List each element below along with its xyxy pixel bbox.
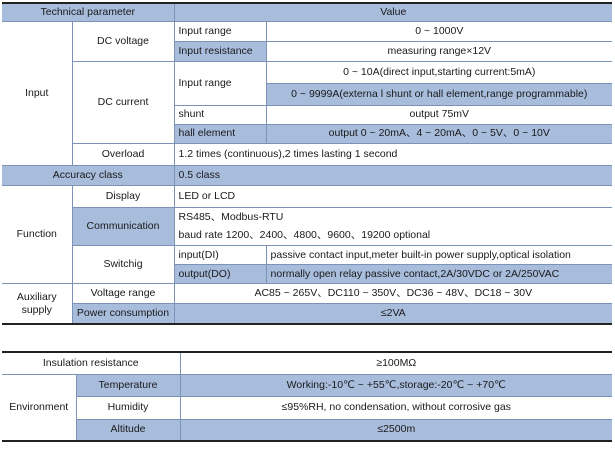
voltage-range-value: AC85 ~ 265V、DC110 ~ 350V、DC36 ~ 48V、DC18…	[174, 283, 613, 304]
table-row: baud rate 1200、2400、4800、9600、19200 opti…	[2, 226, 613, 246]
di-value: passive contact input,meter built-in pow…	[266, 245, 613, 265]
spec-table: Technical parameter Value Input DC volta…	[2, 2, 613, 325]
communication-label: Communication	[72, 207, 175, 246]
table-row: Communication RS485、Modbus-RTU	[2, 207, 612, 246]
overload-value: 1.2 times (continuous),2 times lasting 1…	[174, 143, 613, 166]
table-row: Insulation resistance ≥100MΩ	[2, 352, 613, 375]
table-row: DC current Input range 0 ~ 10A(direct in…	[2, 61, 613, 144]
humidity-value: ≤95%RH, no condensation, without corrosi…	[180, 396, 613, 420]
environment-table: Insulation resistance ≥100MΩ Environment…	[2, 351, 613, 442]
temperature-value: Working:-10℃ ~ +55℃,storage:-20℃ ~ +70℃	[180, 374, 613, 397]
dc-current-range-value-2: 0 ~ 9999A(externa l shunt or hall elemen…	[266, 83, 613, 106]
header-param: Technical parameter	[2, 3, 175, 22]
power-consumption-value: ≤2VA	[174, 303, 613, 324]
voltage-range-label: Voltage range	[72, 283, 175, 304]
di-label: input(DI)	[174, 245, 267, 265]
display-value: LED or LCD	[174, 185, 613, 208]
dc-current-label: DC current	[72, 61, 175, 144]
table-row: Overload 1.2 times (continuous),2 times …	[2, 143, 613, 166]
shunt-label: shunt	[174, 105, 267, 125]
insulation-value: ≥100MΩ	[180, 352, 613, 375]
display-label: Display	[72, 185, 175, 208]
hall-element-label: hall element	[174, 124, 267, 144]
insulation-label: Insulation resistance	[2, 352, 181, 375]
table-row: Input resistance measuring range×12V	[2, 41, 613, 62]
table-row: Altitude ≤2500m	[2, 419, 613, 442]
dc-voltage-range-label: Input range	[174, 21, 267, 42]
table-row: output(DO) normally open relay passive c…	[2, 264, 613, 284]
communication-value-1: RS485、Modbus-RTU	[178, 210, 284, 223]
accuracy-value: 0.5 class	[174, 165, 613, 186]
header-value: Value	[174, 3, 613, 22]
table-row: shunt output 75mV	[2, 105, 613, 125]
dc-voltage-label: DC voltage	[72, 21, 175, 62]
shunt-value: output 75mV	[266, 105, 613, 125]
header-row: Technical parameter Value	[2, 3, 613, 22]
humidity-label: Humidity	[76, 396, 181, 420]
auxiliary-group-label-1: Auxiliary	[2, 283, 73, 304]
table-row: hall element output 0 ~ 20mA、4 ~ 20mA、0 …	[2, 124, 613, 144]
overload-label: Overload	[72, 143, 175, 166]
table-row: Environment Temperature Working:-10℃ ~ +…	[2, 374, 613, 442]
do-label: output(DO)	[174, 264, 267, 284]
temperature-label: Temperature	[76, 374, 181, 397]
input-group-label: Input	[2, 21, 73, 166]
function-group-label: Function	[2, 185, 73, 284]
hall-element-value: output 0 ~ 20mA、4 ~ 20mA、0 ~ 5V、0 ~ 10V	[266, 124, 613, 144]
dc-voltage-resistance-label: Input resistance	[174, 41, 267, 62]
table-row: Accuracy class 0.5 class	[2, 165, 613, 186]
environment-group-label: Environment	[2, 374, 77, 442]
table-row: Input DC voltage Input range 0 ~ 1000V	[2, 21, 613, 166]
auxiliary-group-label-2: supply	[2, 303, 73, 324]
table-row: supply Power consumption ≤2VA	[2, 303, 613, 324]
power-consumption-label: Power consumption	[72, 303, 175, 324]
altitude-value: ≤2500m	[180, 419, 613, 442]
dc-voltage-resistance-value: measuring range×12V	[266, 41, 613, 62]
accuracy-label: Accuracy class	[2, 165, 175, 186]
dc-voltage-range-value: 0 ~ 1000V	[266, 21, 613, 42]
table-row: 0 ~ 9999A(externa l shunt or hall elemen…	[2, 83, 613, 106]
table-row: Function Display LED or LCD	[2, 185, 613, 284]
do-value: normally open relay passive contact,2A/3…	[266, 264, 613, 284]
dc-current-range-value-1: 0 ~ 10A(direct input,starting current:5m…	[266, 61, 613, 84]
dc-current-range-label: Input range	[174, 61, 267, 106]
table-row: Switchig input(DI) passive contact input…	[2, 245, 613, 284]
table-row: Humidity ≤95%RH, no condensation, withou…	[2, 396, 613, 420]
altitude-label: Altitude	[76, 419, 181, 442]
communication-value-2: baud rate 1200、2400、4800、9600、19200 opti…	[174, 226, 613, 246]
table-row: Auxiliary Voltage range AC85 ~ 265V、DC11…	[2, 283, 613, 304]
switching-label: Switchig	[72, 245, 175, 284]
